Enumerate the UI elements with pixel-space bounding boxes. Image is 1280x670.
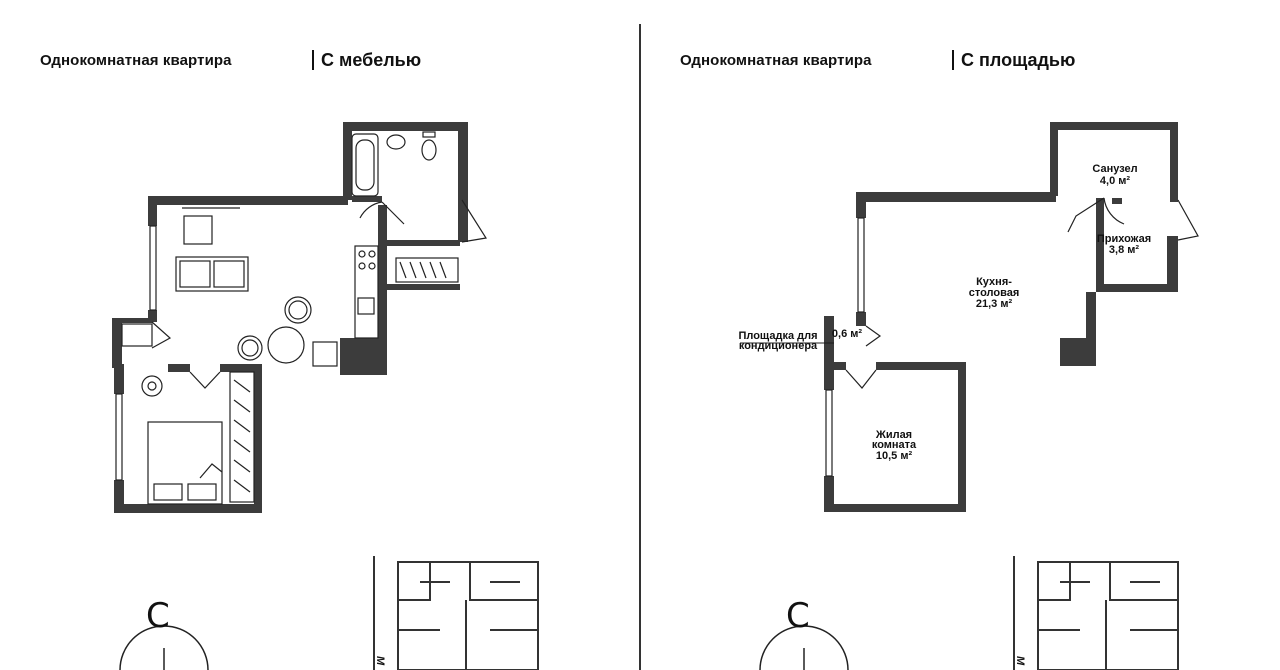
kitchen-name-line1: Кухня- bbox=[976, 276, 1012, 288]
compass-north-letter: С bbox=[146, 596, 170, 636]
area-floor-plan: Санузел 4,0 м² Прихожая 3,8 м² Кухня- ст… bbox=[738, 122, 1199, 670]
ac-platform-label-line2: кондиционера bbox=[739, 340, 818, 352]
hallway-name: Прихожая bbox=[1097, 233, 1151, 245]
kitchen-area: 21,3 м² bbox=[976, 298, 1013, 310]
bathroom-area: 4,0 м² bbox=[1100, 175, 1130, 187]
bathroom-name: Санузел bbox=[1092, 163, 1137, 175]
living-name-line2: комната bbox=[872, 439, 917, 451]
ac-platform-label-line1: Площадка для bbox=[738, 330, 817, 342]
hallway-area: 3,8 м² bbox=[1109, 244, 1139, 256]
mini-plan-label: М bbox=[1014, 656, 1026, 666]
ac-platform-area: 0,6 м² bbox=[832, 328, 862, 340]
mini-plan-label: М bbox=[374, 656, 386, 666]
kitchen-name-line2: столовая bbox=[969, 287, 1020, 299]
furnished-plan-panel: Однокомнатная квартира С мебелью bbox=[40, 50, 539, 670]
panel-title: Однокомнатная квартира bbox=[40, 52, 232, 69]
panel-subtitle: С площадью bbox=[952, 50, 1075, 70]
living-name-line1: Жилая bbox=[875, 429, 912, 441]
panel-subtitle: С мебелью bbox=[312, 50, 421, 70]
area-plan-panel: Однокомнатная квартира С площадью bbox=[640, 0, 1280, 670]
panel-title: Однокомнатная квартира bbox=[680, 52, 872, 69]
living-area: 10,5 м² bbox=[876, 450, 913, 462]
panel-divider bbox=[639, 24, 641, 670]
furnished-floor-plan bbox=[112, 122, 539, 670]
compass-north-letter: С bbox=[786, 596, 810, 636]
